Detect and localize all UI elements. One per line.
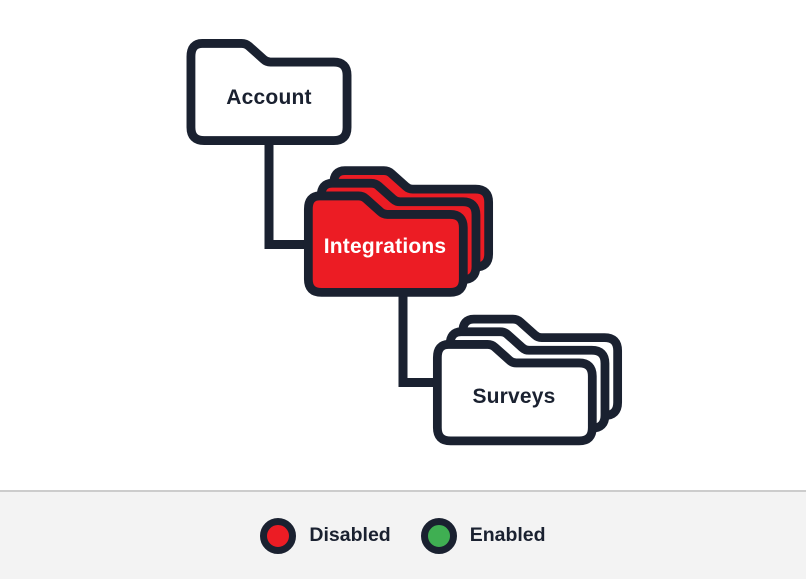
folder-label-surveys: Surveys [472, 385, 556, 408]
folder-shape [186, 38, 352, 146]
legend-label-enabled: Enabled [469, 524, 546, 546]
connector-account-integrations [264, 140, 310, 249]
folder-node-integrations: Integrations [303, 165, 494, 303]
connector-lines [264, 140, 440, 387]
enabled-status-dot-icon [420, 517, 457, 554]
folder-shape-front [303, 191, 468, 297]
folder-node-surveys: Surveys [432, 313, 623, 452]
legend-bar: Disabled Enabled [0, 490, 806, 579]
folder-shape-front [432, 340, 597, 446]
connector-integrations-surveys [398, 292, 440, 387]
legend-item-enabled: Enabled [420, 517, 546, 554]
legend-label-disabled: Disabled [309, 524, 391, 546]
disabled-status-dot-icon [260, 517, 297, 554]
legend-item-disabled: Disabled [260, 517, 391, 554]
folder-label-account: Account [226, 86, 312, 109]
folder-label-integrations: Integrations [323, 235, 447, 258]
stacked-folder-icon [303, 166, 494, 297]
stacked-folder-icon [432, 314, 623, 446]
folder-node-account: Account [185, 38, 353, 151]
folder-icon [186, 38, 352, 146]
